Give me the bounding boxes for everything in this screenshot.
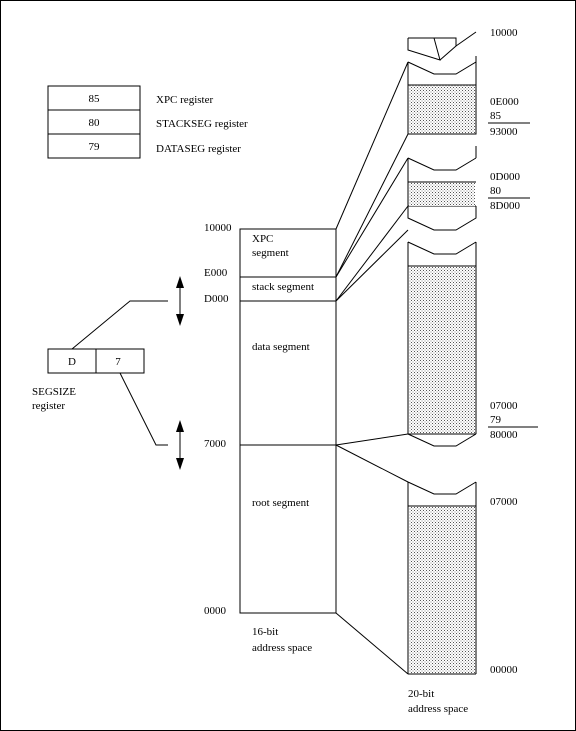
physical-addr-0d000: 0D000 bbox=[490, 171, 520, 183]
register-table-frame bbox=[47, 85, 141, 159]
physical-space-caption: 20-bit bbox=[408, 688, 434, 700]
segsize-register: D 7 SEGSIZE register bbox=[32, 300, 168, 446]
segsize-label-register: register bbox=[32, 400, 65, 412]
segsize-low-nibble: 7 bbox=[115, 356, 121, 368]
data-segment-label: data segment bbox=[252, 341, 310, 353]
physical-addr-00000: 00000 bbox=[490, 664, 518, 676]
physical-data-mapped-region bbox=[409, 266, 475, 434]
physical-address-space: 10000 0E000 85 93000 0D000 80 8D000 0700… bbox=[407, 27, 538, 715]
stackseg-register-label: STACKSEG register bbox=[156, 118, 248, 130]
xpc-register-label: XPC register bbox=[156, 94, 213, 106]
logical-addr-7000: 7000 bbox=[204, 438, 227, 450]
physical-addr-07000-data: 07000 bbox=[490, 400, 518, 412]
physical-stack-reg-value: 80 bbox=[490, 185, 502, 197]
physical-addr-10000: 10000 bbox=[490, 27, 518, 39]
register-table: 85 80 79 XPC register STACKSEG register … bbox=[47, 85, 248, 159]
physical-stack-window bbox=[407, 146, 477, 231]
physical-top-break bbox=[407, 31, 477, 61]
physical-addr-8d000: 8D000 bbox=[490, 200, 520, 212]
dataseg-register-value: 79 bbox=[89, 141, 101, 153]
xpc-register-value: 85 bbox=[89, 93, 101, 105]
stack-segment-label: stack segment bbox=[252, 281, 314, 293]
physical-addr-80000: 80000 bbox=[490, 429, 518, 441]
physical-space-caption-2: address space bbox=[408, 703, 468, 715]
segsize-label: SEGSIZE bbox=[32, 386, 76, 398]
physical-xpc-window bbox=[407, 56, 477, 135]
physical-data-reg-value: 79 bbox=[490, 414, 502, 426]
physical-addr-0e000: 0E000 bbox=[490, 96, 519, 108]
logical-addr-0000: 0000 bbox=[204, 605, 227, 617]
logical-addr-e000: E000 bbox=[204, 267, 228, 279]
logical-address-space: 10000 E000 D000 7000 0000 XPC segment st… bbox=[204, 222, 337, 654]
stackseg-register-value: 80 bbox=[89, 117, 101, 129]
physical-xpc-reg-value: 85 bbox=[490, 110, 502, 122]
d000-boundary-arrow bbox=[176, 276, 184, 326]
physical-stack-mapped-region bbox=[409, 182, 475, 206]
physical-root-mapped-region bbox=[409, 506, 475, 673]
logical-addr-d000: D000 bbox=[204, 293, 229, 305]
mapping-lines bbox=[335, 61, 409, 675]
physical-addr-93000: 93000 bbox=[490, 126, 518, 138]
root-segment-label: root segment bbox=[252, 497, 309, 509]
xpc-segment-label-2: segment bbox=[252, 247, 289, 259]
logical-space-caption: 16-bit bbox=[252, 626, 278, 638]
logical-addr-10000: 10000 bbox=[204, 222, 232, 234]
7000-boundary-arrow bbox=[176, 420, 184, 470]
physical-addr-07000-root: 07000 bbox=[490, 496, 518, 508]
dataseg-register-label: DATASEG register bbox=[156, 143, 241, 155]
xpc-segment-label: XPC bbox=[252, 233, 273, 245]
physical-xpc-mapped-region bbox=[409, 85, 475, 133]
logical-space-caption-2: address space bbox=[252, 642, 312, 654]
segsize-high-nibble: D bbox=[68, 356, 76, 368]
physical-root-window bbox=[407, 481, 477, 675]
physical-data-window bbox=[407, 241, 477, 447]
